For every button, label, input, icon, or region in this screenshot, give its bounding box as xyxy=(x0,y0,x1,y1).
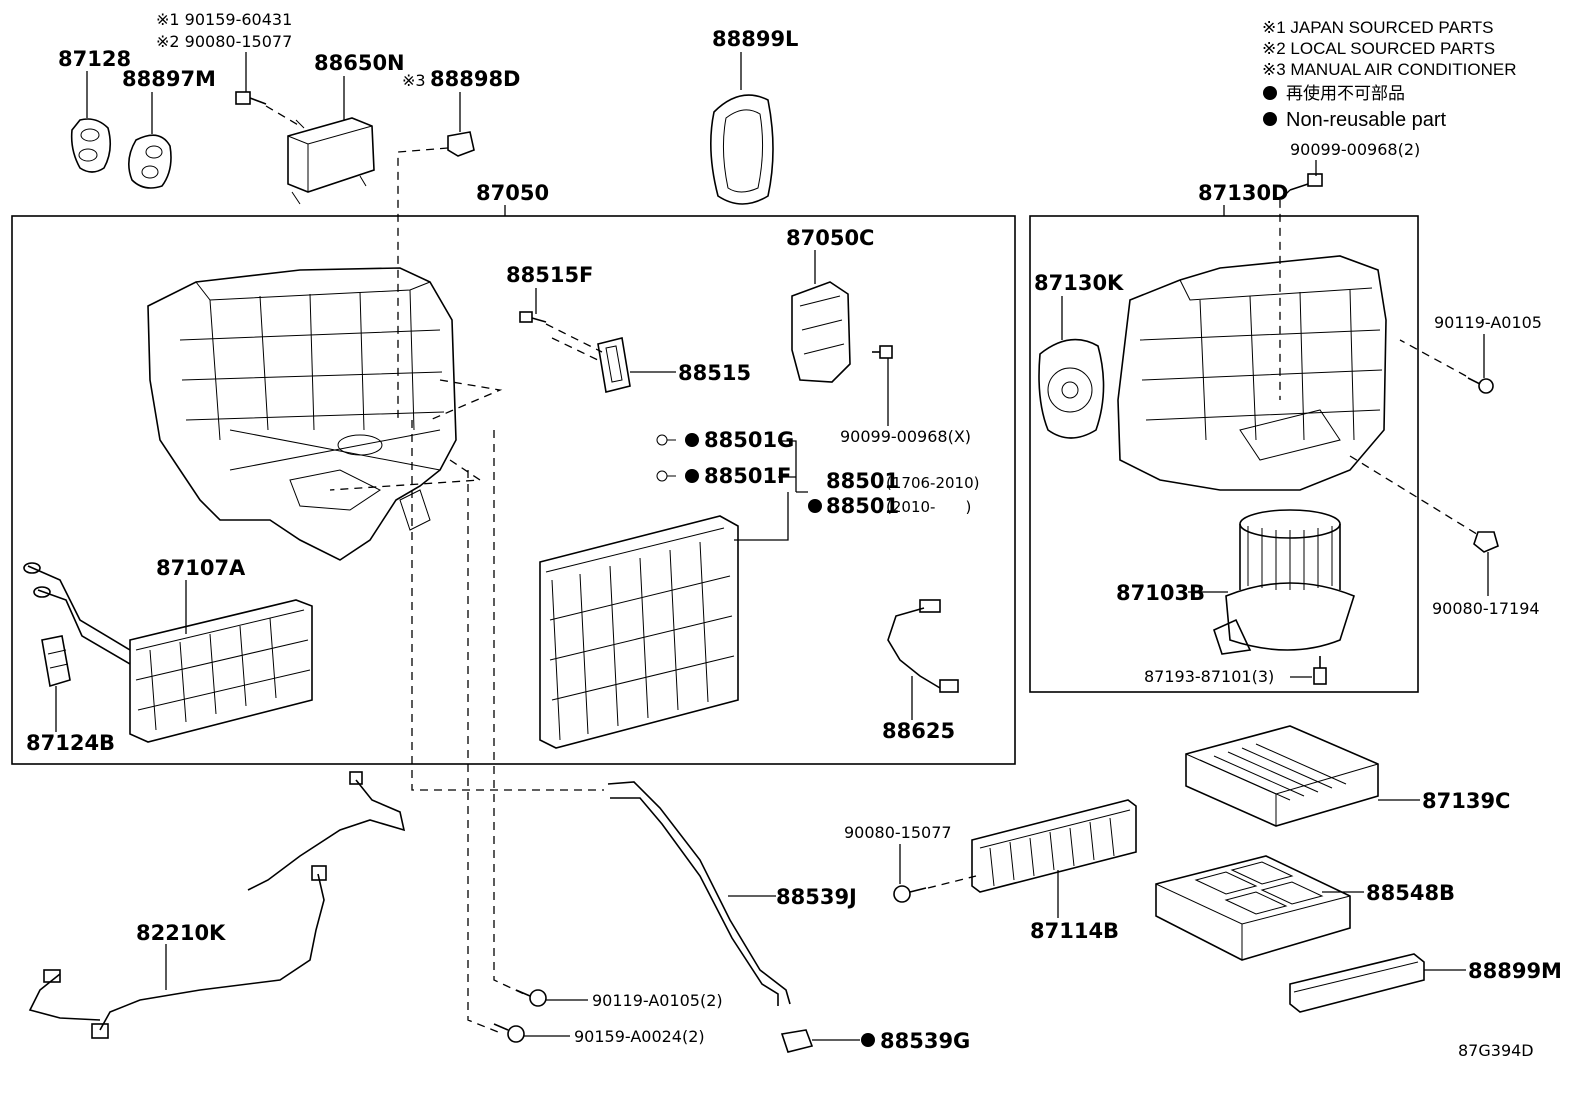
label-88515F: 88515F xyxy=(506,263,593,287)
legend-note2: ※2 LOCAL SOURCED PARTS xyxy=(1262,39,1495,58)
bolt-icon xyxy=(235,91,267,105)
label-87139C: 87139C xyxy=(1422,789,1510,813)
label-87130K: 87130K xyxy=(1034,271,1124,295)
label-87050: 87050 xyxy=(476,181,549,205)
filter-tray-88548B-icon xyxy=(1155,855,1351,961)
drain-hose-88539J-icon xyxy=(607,781,791,1006)
label-88501F: 88501F xyxy=(704,464,791,488)
label-88539J: 88539J xyxy=(776,885,857,909)
label-88501-b-range: (2010- ) xyxy=(886,498,971,516)
servo-motor-87050C-icon xyxy=(791,281,851,383)
bolt-icon xyxy=(515,989,547,1007)
screw-icon xyxy=(1313,656,1327,685)
label-87128: 87128 xyxy=(58,47,131,71)
bolt-icon xyxy=(1467,377,1494,394)
label-88897M: 88897M xyxy=(122,67,216,91)
label-88501-a: 88501 xyxy=(826,469,899,493)
heater-core-87107A-icon xyxy=(23,562,313,743)
nonreusable-dot-icon xyxy=(685,433,699,447)
blower-motor-87103B-icon xyxy=(1213,509,1355,655)
diagram-code: 87G394D xyxy=(1458,1041,1534,1060)
label-90119-A0105-right: 90119-A0105 xyxy=(1434,313,1542,332)
ac-control-module-icon xyxy=(287,117,375,205)
label-90119-A0105-2: 90119-A0105(2) xyxy=(592,991,723,1010)
label-90099-00968-2: 90099-00968(2) xyxy=(1290,140,1420,159)
evaporator-88501-icon xyxy=(539,515,739,749)
nonreusable-dot-icon xyxy=(1263,112,1277,126)
blower-case-87130K-icon xyxy=(1038,338,1105,439)
wire-harness-88625-icon xyxy=(887,599,959,693)
legend-note3: ※3 MANUAL AIR CONDITIONER xyxy=(1262,60,1517,79)
blower-unit-housing-icon xyxy=(1117,255,1387,491)
clip-87124B-icon xyxy=(41,635,71,688)
label-87124B: 87124B xyxy=(26,731,115,755)
label-87114B: 87114B xyxy=(1030,919,1119,943)
nonreusable-dot-icon xyxy=(808,499,822,513)
label-bolt-note1: ※1 90159-60431 xyxy=(156,10,292,29)
label-90099-00968-X: 90099-00968(X) xyxy=(840,427,971,446)
bolt-icon xyxy=(872,345,893,359)
label-88539G: 88539G xyxy=(880,1029,970,1053)
bolt-icon xyxy=(519,311,547,323)
label-90159-A0024-2: 90159-A0024(2) xyxy=(574,1027,705,1046)
nonreusable-dot-icon xyxy=(685,469,699,483)
label-90080-17194: 90080-17194 xyxy=(1432,599,1540,618)
label-88625: 88625 xyxy=(882,719,955,743)
label-88548B: 88548B xyxy=(1366,881,1455,905)
cover-88899L-icon xyxy=(710,94,774,205)
seal-88899M-icon xyxy=(1289,953,1425,1013)
label-88898D-mark: ※3 xyxy=(402,71,426,90)
label-87130D: 87130D xyxy=(1198,181,1289,205)
legend-nonreusable-en: Non-reusable part xyxy=(1286,109,1447,131)
bolt-icon xyxy=(493,1023,525,1043)
grommet-88897M-icon xyxy=(128,134,172,189)
nonreusable-dot-icon xyxy=(1263,86,1277,100)
o-ring-icon xyxy=(656,434,668,446)
bolt-icon xyxy=(1289,173,1323,191)
label-88650N: 88650N xyxy=(314,51,405,75)
clip-88898D-icon xyxy=(447,131,475,157)
drain-valve-88539G-icon xyxy=(780,1029,814,1053)
grommet-87128-icon xyxy=(70,118,112,173)
legend: ※1 JAPAN SOURCED PARTS ※2 LOCAL SOURCED … xyxy=(1262,18,1517,131)
label-87193-87101: 87193-87101(3) xyxy=(1144,667,1274,686)
label-bolt-note2: ※2 90080-15077 xyxy=(156,32,292,51)
legend-nonreusable-jp: 再使用不可部品 xyxy=(1286,83,1405,103)
nut-icon xyxy=(1473,531,1499,553)
o-ring-icon xyxy=(656,470,668,482)
label-88515: 88515 xyxy=(678,361,751,385)
legend-note1: ※1 JAPAN SOURCED PARTS xyxy=(1262,18,1494,37)
label-88501-a-range: (1706-2010) xyxy=(886,474,979,492)
expansion-valve-88515-icon xyxy=(597,337,631,393)
label-82210K: 82210K xyxy=(136,921,226,945)
bolt-icon xyxy=(893,885,927,903)
nonreusable-dot-icon xyxy=(861,1033,875,1047)
label-87050C: 87050C xyxy=(786,226,874,250)
label-88898D: 88898D xyxy=(430,67,521,91)
label-90080-15077: 90080-15077 xyxy=(844,823,952,842)
wire-harness-82210K-icon xyxy=(28,771,406,1039)
label-88501G: 88501G xyxy=(704,428,794,452)
box-87050-assembly xyxy=(11,215,1016,765)
label-87103B: 87103B xyxy=(1116,581,1205,605)
cabin-filter-87139C-icon xyxy=(1185,725,1379,827)
label-88899L: 88899L xyxy=(712,27,798,51)
label-87107A: 87107A xyxy=(156,556,246,580)
filter-frame-87114B-icon xyxy=(971,799,1137,893)
label-88501-b: 88501 xyxy=(826,494,899,518)
label-88899M: 88899M xyxy=(1468,959,1562,983)
hvac-housing-icon xyxy=(147,267,457,561)
